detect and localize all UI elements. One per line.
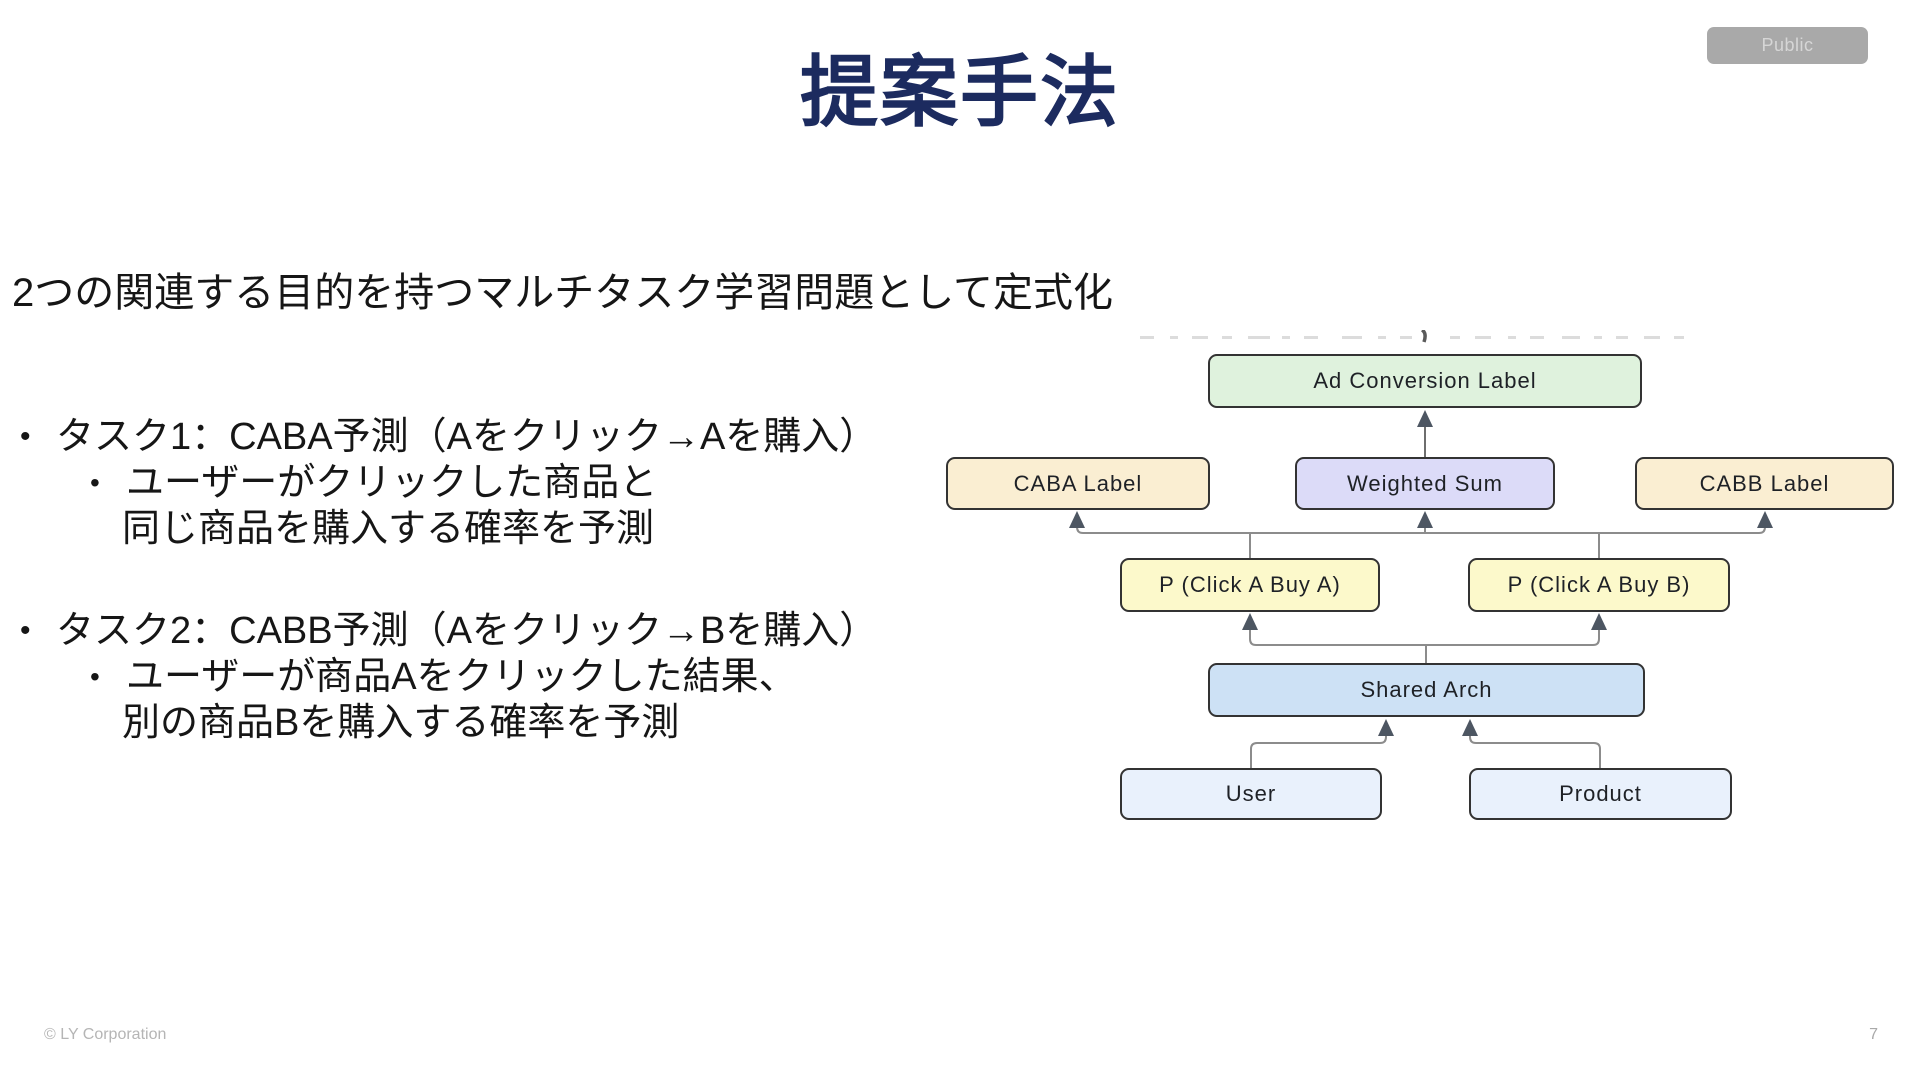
- task2-sub-bullet: • ユーザーが商品Aをクリックした結果、: [0, 654, 960, 700]
- lead-text: 2つの関連する目的を持つマルチタスク学習問題として定式化: [12, 271, 1114, 315]
- bullet-marker: •: [20, 614, 31, 647]
- copyright-text: © LY Corporation: [44, 1026, 167, 1043]
- connector-lines: [1069, 330, 1773, 768]
- task1-sub-bullet: • ユーザーがクリックした商品と: [0, 460, 960, 506]
- task2-text: タスク2：CABB予測（Aをクリック→Bを購入）: [56, 610, 878, 652]
- sub-bullet-marker: •: [90, 467, 100, 498]
- diagram-node-caba-label: CABA Label: [946, 457, 1210, 510]
- diagram-node-shared-arch: Shared Arch: [1208, 663, 1645, 717]
- task1-text: タスク1：CABA予測（Aをクリック→Aを購入）: [56, 416, 878, 458]
- diagram-node-product: Product: [1469, 768, 1732, 820]
- task2-sub-text-continuation: 別の商品Bを購入する確率を予測: [122, 702, 680, 744]
- diagram-node-weighted-sum: Weighted Sum: [1295, 457, 1555, 510]
- task1-sub-text-continuation: 同じ商品を購入する確率を予測: [122, 508, 655, 550]
- page-number: 7: [1869, 1026, 1878, 1043]
- task-list: • タスク1：CABA予測（Aをクリック→Aを購入） • ユーザーがクリックした…: [0, 414, 960, 802]
- diagram-node-p-click-a-buy-a: P (Click A Buy A): [1120, 558, 1380, 612]
- task2-block: • タスク2：CABB予測（Aをクリック→Bを購入） • ユーザーが商品Aをクリ…: [0, 608, 960, 746]
- task1-sub-text: ユーザーがクリックした商品と: [126, 462, 658, 504]
- connector-elbows: [1076, 426, 1766, 768]
- diagram-node-user: User: [1120, 768, 1382, 820]
- task1-bullet: • タスク1：CABA予測（Aをクリック→Aを購入）: [0, 414, 960, 460]
- task2-bullet: • タスク2：CABB予測（Aをクリック→Bを購入）: [0, 608, 960, 654]
- diagram-node-cabb-label: CABB Label: [1635, 457, 1894, 510]
- public-badge: Public: [1707, 27, 1868, 64]
- bullet-marker: •: [20, 420, 31, 453]
- arrowhead-icons: [1069, 410, 1773, 736]
- public-badge-label: Public: [1761, 35, 1814, 55]
- task1-block: • タスク1：CABA予測（Aをクリック→Aを購入） • ユーザーがクリックした…: [0, 414, 960, 552]
- page-title: 提案手法: [799, 48, 1120, 136]
- diagram-node-p-click-a-buy-b: P (Click A Buy B): [1468, 558, 1730, 612]
- sub-bullet-marker: •: [90, 661, 100, 692]
- task2-sub-text: ユーザーが商品Aをクリックした結果、: [126, 656, 797, 698]
- clipped-caption-remnant: [1140, 330, 1684, 343]
- diagram-node-ad-conversion-label: Ad Conversion Label: [1208, 354, 1642, 408]
- architecture-diagram: Ad Conversion Label CABA Label Weighted …: [930, 330, 1920, 840]
